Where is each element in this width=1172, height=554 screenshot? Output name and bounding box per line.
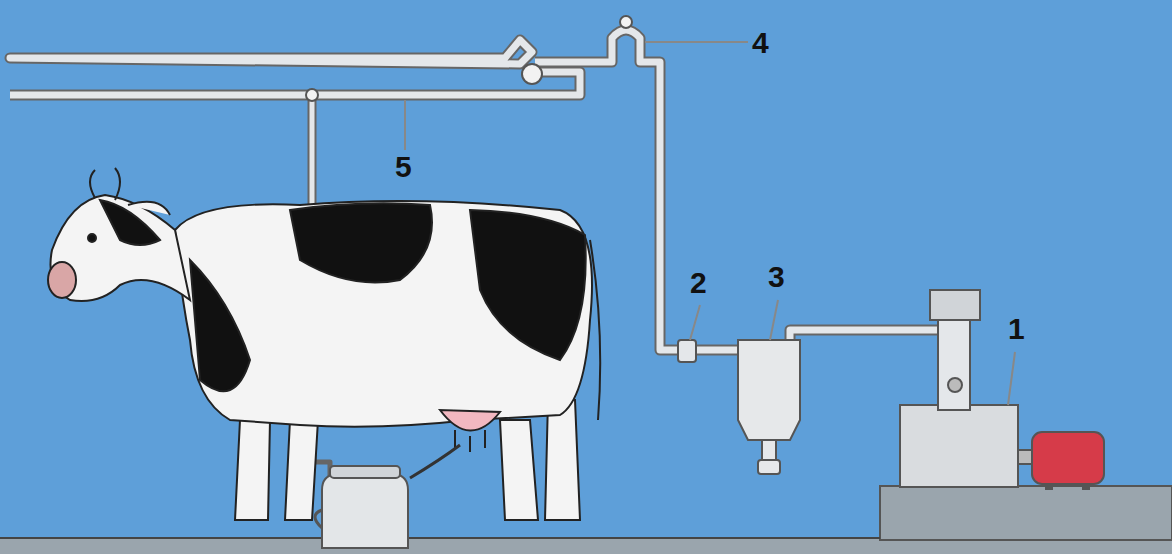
pump-column: [938, 318, 970, 410]
cow-leg: [285, 420, 318, 520]
cow-udder: [440, 410, 500, 431]
electric-motor: [1032, 432, 1104, 484]
valve-knob: [620, 16, 632, 28]
cow-patch: [190, 260, 250, 391]
cow-tail: [590, 240, 600, 420]
callout-number: 5: [395, 152, 412, 182]
floor-line: [0, 537, 880, 539]
milk-line-outline: [10, 72, 580, 95]
cow-leg: [235, 420, 270, 520]
leader-line: [1008, 352, 1015, 405]
milk-can: [322, 474, 408, 548]
pump-platform: [880, 486, 1172, 540]
callout-number: 3: [768, 262, 785, 292]
receiver-tap: [758, 460, 780, 474]
can-lid: [330, 466, 400, 478]
cow-body: [175, 201, 592, 427]
milk-line: [10, 72, 580, 95]
motor-foot: [1045, 484, 1053, 490]
motor-shaft: [1018, 450, 1032, 464]
vacuum-line: [10, 40, 532, 64]
callout-number: 2: [690, 268, 707, 298]
receiver: [738, 340, 800, 474]
pump-body: [900, 405, 1018, 487]
callout-number: 4: [752, 28, 769, 58]
cow-eye: [88, 234, 96, 242]
cow-ear: [128, 202, 170, 215]
milk-hose: [410, 445, 460, 478]
vacuum-pump: [900, 290, 1104, 490]
vacuum-pipe-outline: [790, 320, 953, 342]
motor-foot: [1082, 484, 1090, 490]
teat-cups: [455, 430, 485, 452]
cow-patch: [290, 203, 432, 282]
can-handle: [315, 510, 322, 528]
vacuum-pipe: [790, 320, 953, 342]
leader-line: [690, 305, 700, 340]
milking-bucket: [315, 445, 460, 548]
cow-horn: [115, 168, 120, 200]
callout-number: 1: [1008, 314, 1025, 344]
cow-muzzle: [48, 262, 76, 298]
leader-line: [770, 300, 778, 340]
vacuum-line-outline: [10, 40, 532, 64]
pump-gauge: [948, 378, 962, 392]
pipe-fitting: [678, 340, 696, 362]
receiver-outlet: [762, 440, 776, 460]
cow-leg: [500, 420, 538, 520]
valve: [522, 64, 542, 84]
leader-line: [645, 41, 748, 43]
pipes: [10, 30, 953, 482]
cow-patch: [470, 210, 586, 360]
milk-tap: [306, 89, 318, 101]
receiver-vessel: [738, 340, 800, 440]
cow: [48, 168, 600, 520]
pump-head: [930, 290, 980, 320]
leader-line: [404, 100, 406, 150]
leader-lines: [405, 42, 1015, 405]
cow-leg: [545, 400, 580, 520]
cow-horn: [90, 170, 95, 198]
